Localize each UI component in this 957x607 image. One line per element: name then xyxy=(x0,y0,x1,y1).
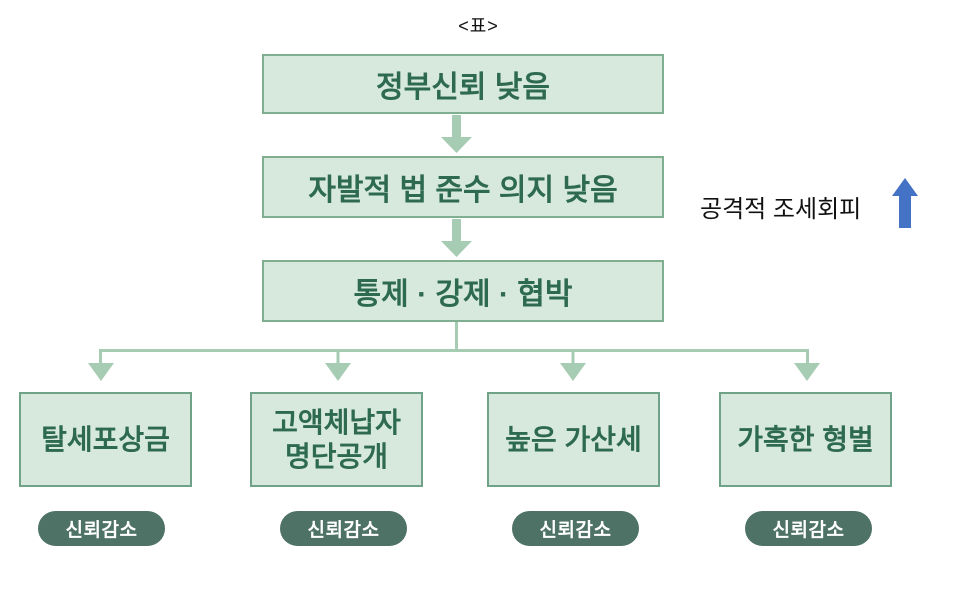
blue-up-arrow-icon xyxy=(892,178,918,228)
blue-up-arrow-head xyxy=(892,178,918,196)
branch-trunk xyxy=(455,322,458,351)
green-connectors xyxy=(88,115,820,381)
branch-drop-4 xyxy=(806,349,809,364)
flow-box-government-trust: 정부신뢰 낮음 xyxy=(262,54,664,114)
trust-decrease-badge-2: 신뢰감소 xyxy=(280,511,407,546)
flow-box-voluntary-compliance: 자발적 법 준수 의지 낮음 xyxy=(262,156,664,218)
branch-arrow-1-icon xyxy=(88,363,114,381)
branch-drop-3 xyxy=(571,351,575,364)
flow-box-control-coercion: 통제 · 강제 · 협박 xyxy=(262,260,664,322)
leaf-box-delinquent-list-disclosure: 고액체납자 명단공개 xyxy=(250,392,423,487)
trust-decrease-badge-4: 신뢰감소 xyxy=(745,511,872,546)
down-arrow-1-stem xyxy=(452,115,461,139)
trust-decrease-badge-3: 신뢰감소 xyxy=(512,511,639,546)
branch-arrow-4-icon xyxy=(794,363,820,381)
down-arrow-2-head-icon xyxy=(441,241,472,257)
down-arrow-1-head-icon xyxy=(441,137,472,153)
branch-horizontal-line xyxy=(99,349,809,352)
leaf-box-tax-evasion-reward: 탈세포상금 xyxy=(19,392,192,487)
blue-up-arrow-stem xyxy=(899,194,911,228)
diagram-title: <표> xyxy=(458,16,499,36)
down-arrow-2-stem xyxy=(452,219,461,243)
branch-drop-1 xyxy=(99,349,102,364)
branch-arrow-3-icon xyxy=(560,363,586,381)
trust-decrease-badge-1: 신뢰감소 xyxy=(38,511,165,546)
side-note-aggressive-tax-avoidance: 공격적 조세회피 xyxy=(700,196,862,223)
leaf-box-high-penalty-tax: 높은 가산세 xyxy=(487,392,660,487)
branch-arrow-2-icon xyxy=(325,363,351,381)
branch-drop-2 xyxy=(336,351,340,364)
leaf-box-harsh-punishment: 가혹한 형벌 xyxy=(719,392,892,487)
